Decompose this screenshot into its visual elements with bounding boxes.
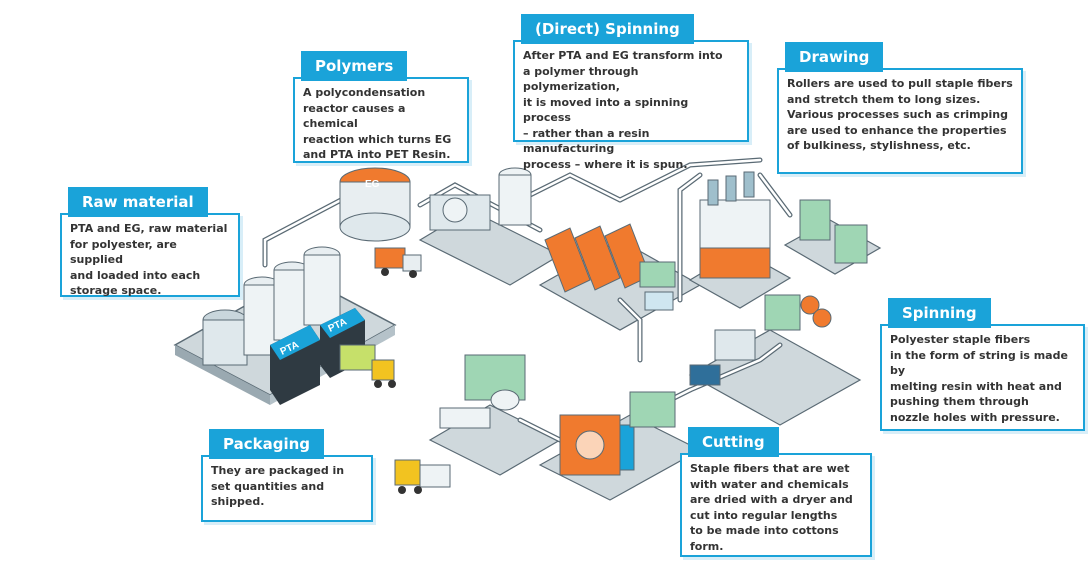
baler [439,354,526,429]
callout-text: Staple fibers that are wet with water an… [690,462,853,553]
eg-reactor-tank: EG [339,167,411,242]
callout-text: Rollers are used to pull staple fibers a… [787,77,1013,152]
dryer [559,414,635,476]
callout-spinning: Spinning Polyester staple fibers in the … [880,298,1085,431]
callout-packaging: Packaging They are packaged in set quant… [201,429,373,522]
forklift-packaging [394,459,451,494]
callout-text: PTA and EG, raw material for polyester, … [70,222,228,297]
callout-title: Cutting [688,427,779,457]
callout-polymers: Polymers A polycondensation reactor caus… [293,51,469,163]
callout-text: After PTA and EG transform into a polyme… [523,49,723,171]
callout-title: Packaging [209,429,324,459]
callout-text: Polyester staple fibers in the form of s… [890,333,1068,424]
callout-text: A polycondensation reactor causes a chem… [303,86,452,161]
callout-direct-spinning: (Direct) Spinning After PTA and EG trans… [513,14,749,171]
callout-title: Spinning [888,298,991,328]
callout-text: They are packaged in set quantities and … [211,464,345,508]
tanker-truck [374,247,422,278]
drawing-cages [799,199,868,264]
callout-title: (Direct) Spinning [521,14,694,44]
callout-raw-material: Raw material PTA and EG, raw material fo… [60,187,240,297]
direct-spinning-machines [544,223,676,311]
forklift-raw [339,344,396,388]
callout-cutting: Cutting Staple fibers that are wet with … [680,427,872,557]
drawing-tower [699,171,771,279]
callout-title: Polymers [301,51,408,81]
polymerization-unit [429,167,532,231]
spinning-rollers [689,294,832,386]
storage-silos [202,246,341,366]
callout-title: Raw material [68,187,208,217]
callout-title: Drawing [785,42,884,72]
pta-building-1: PTA [270,325,320,405]
cutter [629,391,676,428]
eg-label: EG [365,179,380,190]
callout-drawing: Drawing Rollers are used to pull staple … [777,42,1023,174]
